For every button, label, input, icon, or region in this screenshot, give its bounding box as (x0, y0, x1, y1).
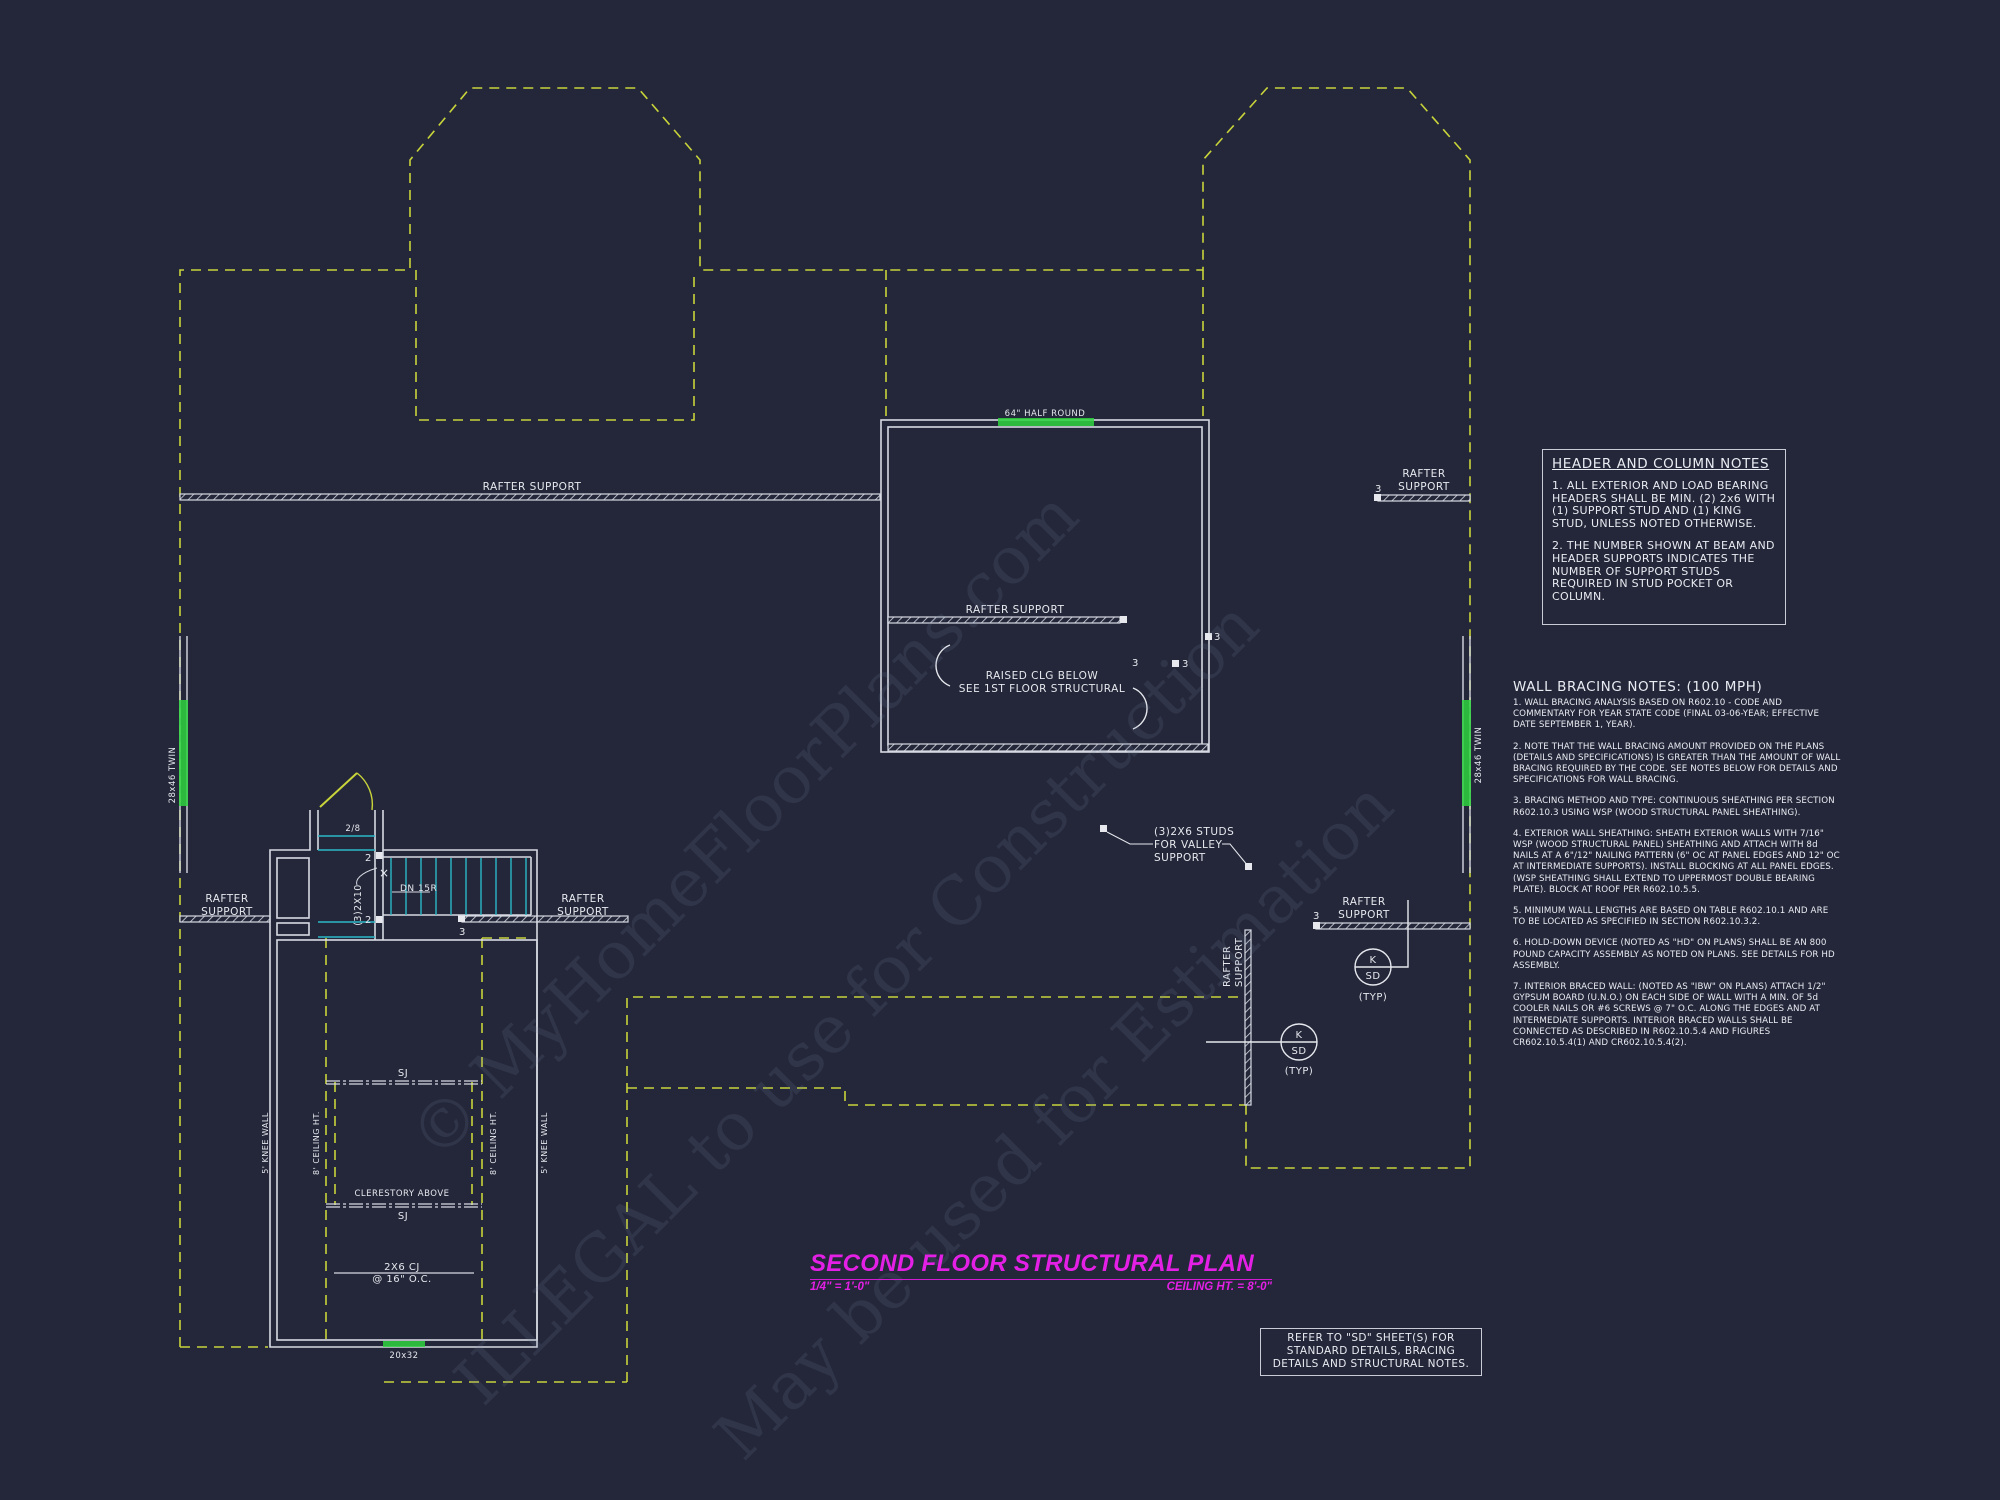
sd-reference-line-2: STANDARD DETAILS, BRACING (1286, 1345, 1456, 1357)
half-round-window-label: 64" HALF ROUND (1005, 409, 1086, 419)
knee-wall-right: 5' KNEE WALL (540, 1112, 549, 1174)
raised-ceiling-arcs (935, 644, 1148, 730)
detail-marker-upper (1354, 900, 1409, 986)
header-notes-title: HEADER AND COLUMN NOTES (1552, 456, 1770, 472)
wall-bracing-title: WALL BRACING NOTES: (100 MPH) (1513, 679, 1763, 695)
valley-leaders (1106, 831, 1249, 867)
detail-sd-lower: SD (1291, 1046, 1306, 1057)
ceiling-height-note: CEILING HT. = 8'-0" (1166, 1281, 1272, 1293)
stud-count-right-lower: 3 (1313, 911, 1320, 922)
support-label-stair: SUPPORT (557, 906, 609, 918)
ceiling-joist-label-1: 2X6 CJ (384, 1262, 420, 1273)
detail-k-lower: K (1295, 1030, 1302, 1041)
strong-joist-lines (326, 1080, 482, 1208)
rafter-support-label-room: RAFTER SUPPORT (966, 604, 1065, 616)
detail-marker-lower (1206, 1023, 1318, 1061)
rafter-label-stair: RAFTER (561, 893, 604, 905)
detail-sd-upper: SD (1365, 971, 1380, 982)
rafter-support-beams (179, 493, 1471, 1106)
rafter-label-right-upper: RAFTER (1402, 468, 1445, 480)
stud-count-room-3: 3 (1182, 659, 1189, 670)
ceiling-height-left: 8' CEILING HT. (312, 1111, 321, 1175)
wall-bracing-note-6: 6. HOLD-DOWN DEVICE (NOTED AS "HD" ON PL… (1513, 938, 1835, 971)
rafter-support-label-main: RAFTER SUPPORT (483, 481, 582, 493)
support-label-vertical: SUPPORT (1234, 937, 1245, 987)
support-label-left: SUPPORT (201, 906, 253, 918)
sd-reference-line-3: DETAILS AND STRUCTURAL NOTES. (1272, 1358, 1470, 1370)
beam-leader (356, 867, 378, 886)
twin-window-left-label: 28x46 TWIN (168, 747, 178, 804)
sj-label-bottom: SJ (398, 1211, 408, 1222)
stud-count-stair-beam: 3 (459, 927, 466, 938)
drawing-title: SECOND FLOOR STRUCTURAL PLAN (810, 1250, 1272, 1280)
valley-label-1: (3)2X6 STUDS (1154, 826, 1234, 838)
x-marker: × (379, 866, 390, 880)
stud-markers (376, 494, 1381, 929)
roof-outline (179, 87, 1471, 1383)
door-swing (319, 772, 374, 811)
knee-wall-left: 5' KNEE WALL (261, 1112, 270, 1174)
twin-window-left (179, 700, 188, 806)
ceiling-height-right: 8' CEILING HT. (489, 1111, 498, 1175)
stud-count-room-1: 3 (1132, 658, 1139, 669)
stud-count-stair-top: 2 (365, 853, 372, 864)
rafter-label-right-lower: RAFTER (1342, 896, 1385, 908)
wall-bracing-note-3: 3. BRACING METHOD AND TYPE: CONTINUOUS S… (1513, 796, 1835, 818)
raised-ceiling-label-1: RAISED CLG BELOW (986, 670, 1099, 682)
bottom-window-label: 20x32 (389, 1351, 418, 1361)
wall-bracing-notes: WALL BRACING NOTES: (100 MPH) 1. WALL BR… (1513, 679, 1843, 1059)
ceiling-joist-label-2: @ 16" O.C. (372, 1274, 432, 1285)
half-round-window (998, 418, 1094, 426)
wall-bracing-note-4: 4. EXTERIOR WALL SHEATHING: SHEATH EXTER… (1513, 828, 1840, 895)
bonus-room-walls (880, 419, 1210, 753)
valley-label-3: SUPPORT (1154, 852, 1206, 864)
detail-typ-upper: (TYP) (1359, 992, 1388, 1003)
bottom-window (383, 1341, 425, 1347)
sj-label-top: SJ (398, 1068, 408, 1079)
clerestory-label: CLERESTORY ABOVE (354, 1189, 449, 1199)
valley-label-2: FOR VALLEY (1154, 839, 1222, 851)
sd-reference-box: REFER TO "SD" SHEET(S) FOR STANDARD DETA… (1260, 1328, 1482, 1376)
stair-label: DN 15R (400, 884, 437, 894)
stud-count-stair-bottom: 2 (365, 915, 372, 926)
header-column-notes: HEADER AND COLUMN NOTES 1. ALL EXTERIOR … (1542, 449, 1786, 625)
rafter-label-left: RAFTER (205, 893, 248, 905)
header-note-1: 1. ALL EXTERIOR AND LOAD BEARING HEADERS… (1552, 479, 1776, 530)
wall-bracing-note-7: 7. INTERIOR BRACED WALL: (NOTED AS "IBW"… (1513, 982, 1826, 1049)
wall-bracing-note-5: 5. MINIMUM WALL LENGTHS ARE BASED ON TAB… (1513, 906, 1829, 928)
header-note-2: 2. THE NUMBER SHOWN AT BEAM AND HEADER S… (1552, 539, 1775, 603)
header-beam-label: (3)2X10 (353, 884, 364, 926)
support-label-right-upper: SUPPORT (1398, 481, 1450, 493)
twin-window-right (1462, 700, 1471, 806)
rafter-label-vertical: RAFTER (1222, 946, 1233, 987)
drawing-scale: 1/4" = 1'-0" (810, 1281, 870, 1293)
wall-bracing-note-1: 1. WALL BRACING ANALYSIS BASED ON R602.1… (1513, 698, 1820, 731)
twin-window-right-label: 28x46 TWIN (1474, 727, 1484, 784)
stair-area-walls (269, 810, 538, 1348)
drawing-title-block: SECOND FLOOR STRUCTURAL PLAN 1/4" = 1'-0… (810, 1250, 1272, 1293)
wall-bracing-note-2: 2. NOTE THAT THE WALL BRACING AMOUNT PRO… (1513, 741, 1841, 786)
side-walls (179, 636, 1471, 873)
detail-typ-lower: (TYP) (1285, 1066, 1314, 1077)
sd-reference-line-1: REFER TO "SD" SHEET(S) FOR (1287, 1332, 1455, 1344)
detail-k-upper: K (1369, 955, 1376, 966)
stud-count-right-upper: 3 (1375, 484, 1382, 495)
raised-ceiling-label-2: SEE 1ST FLOOR STRUCTURAL (959, 683, 1125, 695)
support-label-right-lower: SUPPORT (1338, 909, 1390, 921)
door-size-label: 2/8 (345, 824, 360, 834)
stud-count-room-2: 3 (1214, 632, 1221, 643)
stair-treads (318, 835, 527, 938)
